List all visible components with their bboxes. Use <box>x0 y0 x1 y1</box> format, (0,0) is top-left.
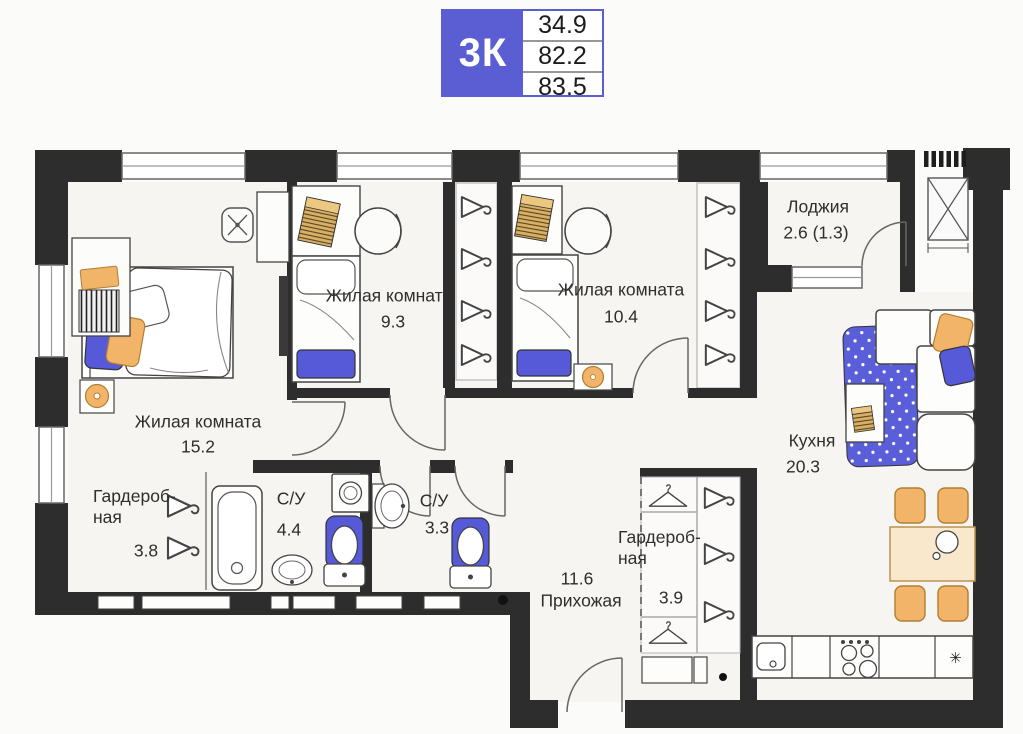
washing-machine <box>331 473 370 513</box>
door-room10 <box>632 337 689 394</box>
area-living-value: 34.9 <box>523 11 602 42</box>
lamp-table <box>79 379 115 414</box>
area-total-value: 83.5 <box>538 73 587 101</box>
windows <box>38 152 888 504</box>
door-entrance <box>566 657 623 713</box>
label-wardrobe-left-line1: Гардероб- <box>93 486 176 506</box>
door-room9 <box>389 394 446 451</box>
fridge-icon: ✳ <box>949 650 962 667</box>
chair-room10 <box>564 207 612 255</box>
label-room10-name: Жилая комната <box>557 279 685 300</box>
hatch-marks <box>924 151 966 167</box>
label-kitchen-name: Кухня <box>788 430 836 451</box>
dining-set <box>889 487 976 622</box>
label-wardrobe-right-line1: Гардероб- <box>618 527 701 547</box>
label-loggia-name: Лоджия <box>786 196 850 217</box>
wardrobe-left-fittings <box>166 472 207 590</box>
bed-room10 <box>511 254 579 382</box>
label-room9-name: Жилая комната <box>325 285 453 306</box>
sink-bath33 <box>371 483 410 529</box>
nightstand-radiator <box>71 237 131 337</box>
toilet-bath33 <box>449 517 492 589</box>
label-bath33-area: 3.3 <box>424 517 450 538</box>
label-wardrobe-left-area: 3.8 <box>133 540 159 561</box>
bed-room9 <box>291 255 361 383</box>
label-loggia-area: 2.6 (1.3) <box>783 222 849 243</box>
sofa <box>875 309 976 471</box>
desk-room9 <box>291 185 361 257</box>
label-bath44-area: 4.4 <box>276 519 302 540</box>
legend: 3К 34.9 82.2 83.5 <box>441 9 604 101</box>
legend-areas: 34.9 82.2 83.5 <box>523 11 602 101</box>
label-wardrobe-right-area: 3.9 <box>658 587 684 608</box>
chair-room9 <box>354 207 402 255</box>
stove-icon <box>840 639 878 679</box>
tv-panel <box>279 276 288 356</box>
door-room15 <box>291 401 346 456</box>
label-wardrobe-right-line2: ная <box>618 548 647 568</box>
apartment-type-badge: 3К <box>443 11 523 95</box>
label-hallway-name: Прихожая <box>540 590 622 611</box>
wardrobe-cabinet <box>256 191 290 263</box>
label-wardrobe-right-name: Гардероб- ная <box>618 527 701 569</box>
label-wardrobe-left-line2: ная <box>93 507 122 527</box>
ceiling-light-icon <box>221 207 254 243</box>
label-room10-area: 10.4 <box>603 306 639 327</box>
label-bath44-name: С/У <box>276 488 306 509</box>
sink-bath44 <box>271 554 313 586</box>
label-wardrobe-left-name: Гардероб- ная <box>93 486 176 528</box>
label-kitchen-area: 20.3 <box>785 456 821 477</box>
desk-room10 <box>511 185 563 255</box>
kitchen-counter <box>751 635 974 679</box>
door-bath33 <box>454 465 506 517</box>
coffee-table <box>845 383 885 443</box>
kitchen-sink-icon <box>756 642 786 671</box>
label-room15-area: 15.2 <box>180 436 216 457</box>
door-arcs <box>291 221 907 713</box>
shaft-symbol <box>927 177 969 253</box>
wall-slots <box>97 595 461 610</box>
bathtub <box>211 485 263 591</box>
label-hallway-area: 11.6 <box>560 568 594 589</box>
label-room9-area: 9.3 <box>380 311 406 332</box>
area-usable-value: 82.2 <box>523 42 602 73</box>
stool-room10 <box>573 363 613 391</box>
plan-dots <box>498 595 727 681</box>
label-bath33-name: С/У <box>419 490 449 511</box>
door-loggia <box>861 221 907 267</box>
label-room15-name: Жилая комната <box>134 411 262 432</box>
entry-cabinets <box>641 656 708 684</box>
toilet-bath44 <box>323 515 366 587</box>
wardrobe-right-fittings <box>640 476 741 654</box>
